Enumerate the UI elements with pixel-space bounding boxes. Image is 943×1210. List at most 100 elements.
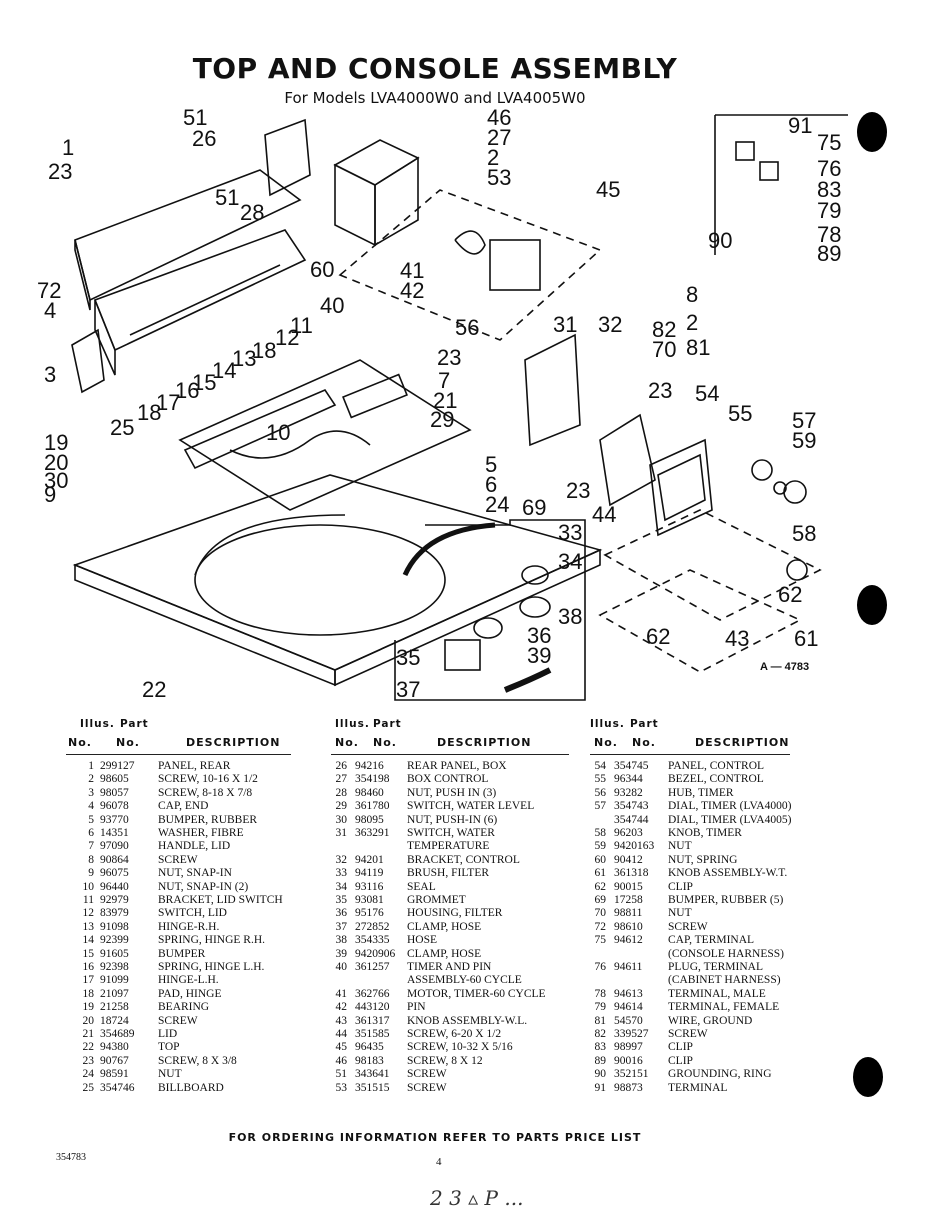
part-description: KNOB, TIMER [668,827,742,839]
illus-no: 83 [594,1041,607,1054]
diagram-callouts: 51 26 1 23 51 28 60 46 27 2 53 45 41 42 … [37,105,841,702]
part-description: NUT, SNAP-IN (2) [158,880,249,893]
part-no: 92399 [100,934,129,947]
part-no: 97090 [100,840,129,853]
callout: 78 [817,222,841,247]
callout: 12 [275,325,299,350]
callout: 35 [396,645,420,670]
part-description: TERMINAL, MALE [668,987,766,1000]
part-no: 91605 [100,947,129,960]
callout: 21 [433,388,457,413]
illus-no: 82 [594,1028,607,1040]
part-no: 98997 [614,1041,643,1054]
callout: 70 [652,337,676,362]
part-no: 92398 [100,961,129,973]
part-no: 91098 [100,920,129,933]
callout: 27 [487,125,511,150]
part-no: 83979 [100,907,129,920]
illus-no: 17 [82,974,95,987]
callout: 90 [708,228,732,253]
callout: 36 [527,623,551,648]
part-no: 98183 [355,1054,384,1067]
callout: 41 [400,258,424,283]
page-subtitle: For Models LVA4000W0 and LVA4005W0 [284,89,586,107]
callout: 23 [437,345,461,370]
header-part-no: No. [116,736,140,749]
part-no: 363291 [355,827,390,839]
part-description: (CONSOLE HARNESS) [668,947,784,960]
part-description: PLUG, TERMINAL [668,961,763,973]
part-no: 18724 [100,1014,129,1027]
part-description: CAP, END [158,800,209,813]
part-description: SWITCH, WATER [407,827,495,839]
header-no: No. [335,736,359,749]
part-description: BRUSH, FILTER [407,867,490,880]
part-no: 94614 [614,1001,643,1014]
part-no: 90016 [614,1054,643,1067]
illus-no: 43 [335,1014,348,1027]
part-description: WASHER, FIBRE [158,827,244,839]
part-description: SCREW [158,1014,198,1027]
part-description: HINGE-L.H. [158,974,219,987]
part-no: 93282 [614,786,643,799]
callout: 9 [44,482,56,507]
part-description: SWITCH, LID [158,907,227,920]
callout: 16 [175,378,199,403]
part-no: 17258 [614,894,643,906]
part-description: GROUNDING, RING [668,1068,772,1081]
part-description: CLIP [668,1054,693,1067]
callout: 14 [212,358,236,383]
header-illus: Illus. [80,718,115,730]
callout: 59 [792,428,816,453]
illus-no: 55 [594,773,607,786]
callout: 11 [290,313,313,338]
header-no: No. [594,736,618,749]
callout: 5 [485,452,497,477]
illus-no: 28 [335,786,348,799]
illus-no: 13 [82,920,95,933]
callout: 23 [648,378,672,403]
part-no: 443120 [355,1001,390,1014]
callout: 19 [44,430,68,455]
illus-no: 21 [82,1028,95,1040]
illus-no: 22 [82,1041,95,1054]
illus-no: 51 [335,1068,348,1081]
part-description: SPRING, HINGE L.H. [158,961,265,973]
callout: 10 [266,420,290,445]
illus-no: 91 [594,1081,607,1094]
illus-no: 69 [594,894,607,906]
header-illus: Illus. [590,718,625,730]
part-description: HUB, TIMER [668,786,734,799]
part-no: 354746 [100,1081,135,1094]
callout: 40 [320,293,344,318]
callout: 6 [485,472,497,497]
part-description: SCREW [668,920,708,933]
part-description: PANEL, CONTROL [668,760,765,772]
header-part: Part [120,718,149,730]
part-description: CLIP [668,1041,693,1054]
illus-no: 76 [594,961,607,973]
illus-no: 46 [335,1054,348,1067]
part-description: BRACKET, CONTROL [407,853,520,866]
part-no: 351585 [355,1028,390,1040]
part-description: BEZEL, CONTROL [668,773,764,786]
part-description: SCREW [668,1028,708,1040]
part-description: BEARING [158,1001,210,1014]
part-no: 94613 [614,987,643,1000]
part-no: 343641 [355,1068,390,1081]
illus-no: 37 [335,920,348,933]
illus-no: 29 [335,800,348,813]
callout: 62 [778,582,802,607]
part-no: 352151 [614,1068,649,1081]
callout: 25 [110,415,134,440]
part-no: 94380 [100,1041,129,1054]
illus-no: 32 [335,853,348,866]
illus-no: 70 [594,907,607,920]
illus-no: 2 [88,773,94,786]
part-no: 361780 [355,800,390,813]
part-no: 54570 [614,1014,643,1027]
callout: 26 [192,126,216,151]
callout: 30 [44,468,68,493]
illus-no: 59 [594,840,607,853]
illus-no: 5 [88,813,94,826]
